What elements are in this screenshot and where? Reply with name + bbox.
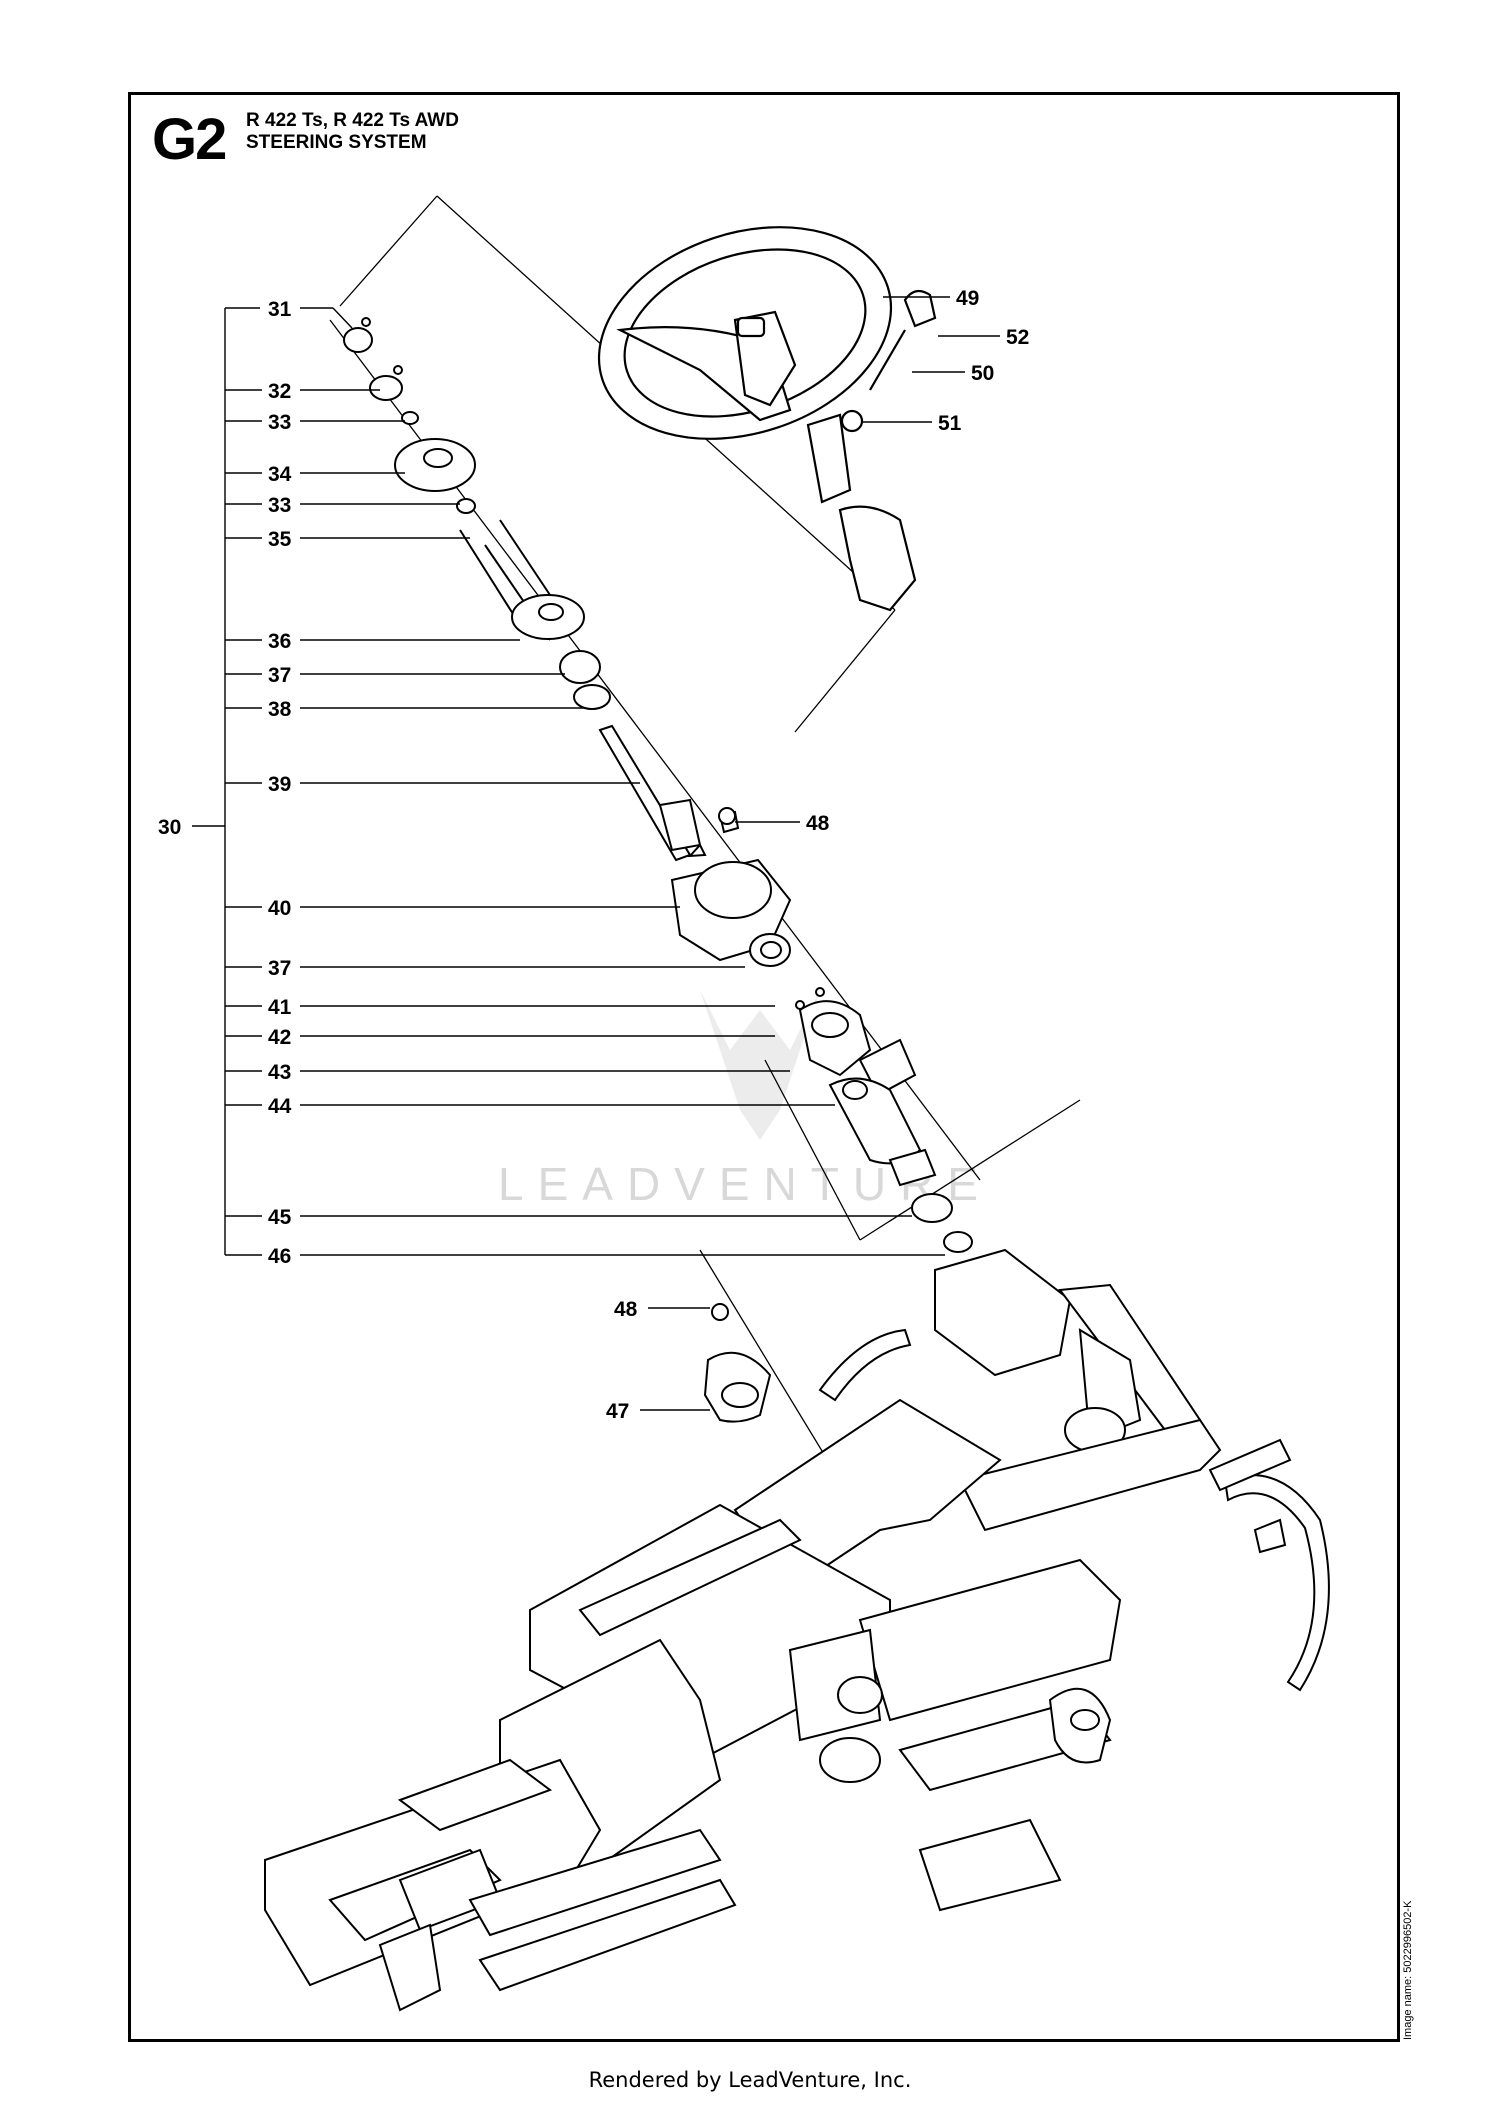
model-names: R 422 Ts, R 422 Ts AWD bbox=[246, 110, 459, 131]
callout-labels: 30 31 32 33 34 33 35 36 37 38 39 40 37 4… bbox=[158, 287, 1029, 1423]
section-code: G2 bbox=[152, 107, 227, 172]
callout-34: 34 bbox=[268, 463, 292, 486]
callout-45: 45 bbox=[268, 1206, 292, 1229]
callout-49: 49 bbox=[956, 287, 979, 310]
callout-36: 36 bbox=[268, 630, 291, 653]
chassis-frame bbox=[264, 1248, 1330, 2012]
callout-37b: 37 bbox=[268, 957, 291, 980]
callout-40: 40 bbox=[268, 897, 291, 920]
callout-50: 50 bbox=[971, 362, 994, 385]
callout-35: 35 bbox=[268, 528, 292, 551]
callout-52: 52 bbox=[1006, 326, 1029, 349]
callout-48b: 48 bbox=[614, 1298, 638, 1321]
image-name: Image name: 5022996502-K bbox=[1402, 1900, 1414, 2040]
callout-48: 48 bbox=[806, 812, 830, 835]
callout-33b: 33 bbox=[268, 494, 291, 517]
callout-38: 38 bbox=[268, 698, 292, 721]
steering-column-parts bbox=[343, 317, 973, 1423]
callout-33: 33 bbox=[268, 411, 291, 434]
callout-32: 32 bbox=[268, 380, 291, 403]
callout-30: 30 bbox=[158, 816, 181, 839]
callout-44: 44 bbox=[268, 1095, 292, 1118]
system-title: STEERING SYSTEM bbox=[246, 132, 427, 153]
callout-39: 39 bbox=[268, 773, 291, 796]
diagram-frame bbox=[128, 92, 1400, 2042]
callout-42: 42 bbox=[268, 1026, 291, 1049]
callout-47: 47 bbox=[606, 1400, 629, 1423]
callout-46: 46 bbox=[268, 1245, 291, 1268]
callout-41: 41 bbox=[268, 996, 292, 1019]
callout-31: 31 bbox=[268, 298, 292, 321]
callout-51: 51 bbox=[938, 412, 962, 435]
callout-group-30 bbox=[192, 296, 1000, 1411]
steering-wheel bbox=[597, 226, 937, 612]
callout-43: 43 bbox=[268, 1061, 291, 1084]
footer-credit: Rendered by LeadVenture, Inc. bbox=[588, 2068, 912, 2092]
callout-37: 37 bbox=[268, 664, 291, 687]
